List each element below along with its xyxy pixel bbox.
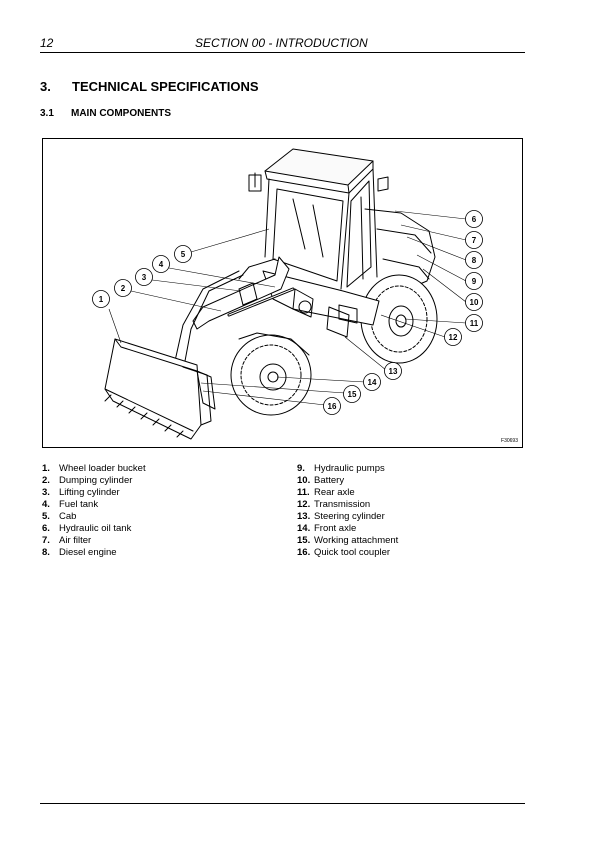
legend-item: 16.Quick tool coupler — [297, 547, 391, 558]
svg-text:12: 12 — [449, 333, 458, 342]
legend-item: 13.Steering cylinder — [297, 511, 385, 522]
subsection-heading-title: MAIN COMPONENTS — [71, 108, 171, 119]
svg-text:16: 16 — [328, 402, 337, 411]
svg-text:5: 5 — [181, 250, 186, 259]
legend-item: 1.Wheel loader bucket — [42, 463, 146, 474]
callout-3: 3 — [135, 268, 153, 286]
svg-text:3: 3 — [142, 273, 147, 282]
legend-item: 10.Battery — [297, 475, 345, 486]
svg-text:2: 2 — [121, 284, 126, 293]
callout-8: 8 — [465, 251, 483, 269]
legend-item: 2.Dumping cylinder — [42, 475, 133, 486]
callout-9: 9 — [465, 272, 483, 290]
callout-14: 14 — [363, 373, 381, 391]
svg-text:8: 8 — [472, 256, 477, 265]
callout-6: 6 — [465, 210, 483, 228]
callout-2: 2 — [114, 279, 132, 297]
subsection-heading: 3.1 MAIN COMPONENTS — [40, 108, 171, 119]
legend-item: 8.Diesel engine — [42, 547, 117, 558]
svg-text:6: 6 — [472, 215, 477, 224]
loader-illustration: 1 2 3 4 5 6 7 8 9 10 11 12 13 14 15 16 F… — [42, 138, 523, 448]
section-title: SECTION 00 - INTRODUCTION — [195, 36, 368, 50]
callout-12: 12 — [444, 328, 462, 346]
legend-item: 14.Front axle — [297, 523, 357, 534]
callout-16: 16 — [323, 397, 341, 415]
svg-text:9: 9 — [472, 277, 477, 286]
svg-text:13: 13 — [389, 367, 398, 376]
section-heading-title: TECHNICAL SPECIFICATIONS — [72, 79, 259, 94]
svg-text:11: 11 — [470, 319, 479, 328]
svg-text:14: 14 — [368, 378, 377, 387]
loader-drawing: 1 2 3 4 5 6 7 8 9 10 11 12 13 14 15 16 — [92, 148, 483, 440]
legend-item: 12.Transmission — [297, 499, 371, 510]
callout-11: 11 — [465, 314, 483, 332]
callout-4: 4 — [152, 255, 170, 273]
legend-right: 9.Hydraulic pumps 10.Battery 11.Rear axl… — [297, 463, 398, 559]
svg-text:4: 4 — [159, 260, 164, 269]
legend-item: 6.Hydraulic oil tank — [42, 523, 132, 534]
legend-item: 15.Working attachment — [297, 535, 399, 546]
subsection-heading-number: 3.1 — [40, 108, 54, 119]
legend-left: 1.Wheel loader bucket 2.Dumping cylinder… — [42, 463, 146, 559]
callout-5: 5 — [174, 245, 192, 263]
callout-7: 7 — [465, 231, 483, 249]
callout-15: 15 — [343, 385, 361, 403]
svg-text:7: 7 — [472, 236, 477, 245]
svg-text:10: 10 — [470, 298, 479, 307]
callout-1: 1 — [92, 290, 110, 308]
legend-item: 4.Fuel tank — [42, 499, 99, 510]
legend-item: 11.Rear axle — [297, 487, 355, 498]
section-heading-number: 3. — [40, 79, 51, 94]
callout-10: 10 — [465, 293, 483, 311]
callout-13: 13 — [384, 362, 402, 380]
page-header: 12 SECTION 00 - INTRODUCTION — [40, 36, 525, 53]
legend-item: 9.Hydraulic pumps — [297, 463, 385, 474]
figure-code: F30693 — [501, 438, 518, 444]
footer-rule — [40, 803, 525, 804]
section-heading: 3. TECHNICAL SPECIFICATIONS — [40, 79, 259, 94]
svg-text:15: 15 — [348, 390, 357, 399]
legend-item: 5.Cab — [42, 511, 77, 522]
legend-item: 3.Lifting cylinder — [42, 487, 120, 498]
legend-item: 7.Air filter — [42, 535, 92, 546]
svg-text:1: 1 — [99, 295, 104, 304]
page-number: 12 — [40, 36, 54, 50]
